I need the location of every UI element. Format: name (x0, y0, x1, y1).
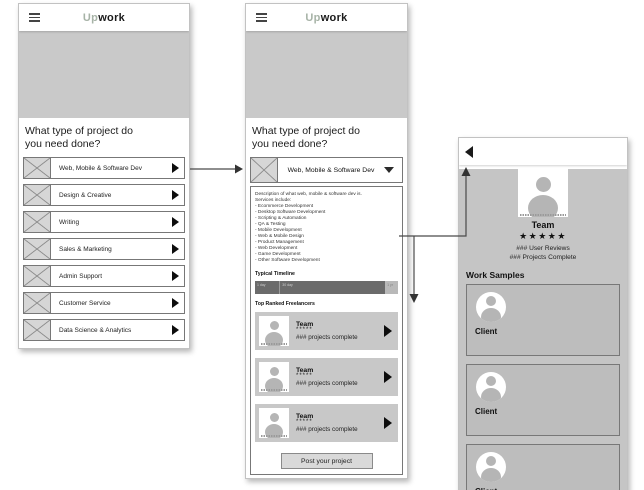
image-placeholder-icon (24, 185, 51, 205)
freelancer-avatar (259, 408, 289, 438)
timeline-segment: 30 day (279, 281, 386, 294)
timeline-title: Typical Timeline (255, 271, 295, 277)
chevron-right-icon (172, 271, 179, 281)
category-item-customer-service[interactable]: Customer Service (23, 292, 185, 314)
timeline-bar: 1 day 30 day 1 yr (255, 281, 398, 294)
flow-line-screen2-to-screen3 (399, 174, 467, 237)
profile-meta: ### User Reviews ### Projects Complete (459, 244, 627, 262)
upwork-logo: Upwork (305, 11, 348, 24)
image-caption-microtext (520, 213, 566, 216)
category-item-design-creative[interactable]: Design & Creative (23, 184, 185, 206)
chevron-right-icon (172, 190, 179, 200)
chevron-down-icon (384, 167, 394, 173)
phone-screen-category-detail: Upwork What type of project do you need … (245, 3, 408, 479)
work-sample-card[interactable]: Client (466, 284, 620, 356)
rating-stars: ***** (296, 419, 313, 425)
image-placeholder-icon (24, 266, 51, 286)
phone-screen-categories: Upwork What type of project do you need … (18, 3, 190, 349)
phone-screen-freelancer-profile: Team ★★★★★ ### User Reviews ### Projects… (458, 137, 628, 490)
chevron-right-icon (172, 244, 179, 254)
freelancers-title: Top Ranked Freelancers (255, 301, 315, 307)
chevron-right-icon (172, 217, 179, 227)
hamburger-menu-icon[interactable] (256, 11, 267, 24)
rating-stars: ★★★★★ (519, 231, 567, 241)
hero-image-placeholder (19, 31, 189, 118)
upwork-logo: Upwork (82, 11, 126, 24)
chevron-right-icon (384, 417, 392, 429)
category-item-sales-marketing[interactable]: Sales & Marketing (23, 238, 185, 260)
client-avatar (476, 372, 506, 402)
profile-body: Team ★★★★★ ### User Reviews ### Projects… (459, 169, 627, 490)
app-bar: Upwork (246, 4, 407, 31)
hero-image-placeholder (246, 31, 407, 118)
profile-avatar (518, 169, 568, 217)
work-sample-card[interactable]: Client (466, 364, 620, 436)
timeline-segment: 1 yr (385, 281, 398, 294)
category-list: Web, Mobile & Software Dev Design & Crea… (23, 157, 185, 341)
image-placeholder-icon (24, 239, 51, 259)
profile-name: Team (531, 220, 555, 230)
category-item-writing[interactable]: Writing (23, 211, 185, 233)
user-reviews-count: ### User Reviews (516, 245, 570, 252)
arrowhead-right-icon (235, 164, 243, 174)
rating-stars: ***** (296, 373, 313, 379)
client-avatar (476, 452, 506, 482)
freelancer-card[interactable]: Team ***** ### projects complete (255, 358, 398, 396)
post-your-project-button[interactable]: Post your project (280, 453, 373, 469)
work-samples-title: Work Samples (466, 270, 525, 280)
category-dropdown[interactable]: Web, Mobile & Software Dev (250, 157, 403, 183)
chevron-right-icon (172, 298, 179, 308)
category-item-data-science[interactable]: Data Science & Analytics (23, 319, 185, 341)
work-sample-card[interactable]: Client (466, 444, 620, 490)
image-placeholder-icon (24, 320, 51, 340)
category-description-box: Description of what web, mobile & softwa… (250, 186, 403, 475)
image-placeholder-icon (251, 158, 278, 182)
rating-stars: ***** (296, 327, 313, 333)
chevron-right-icon (384, 371, 392, 383)
freelancer-card[interactable]: Team ***** ### projects complete (255, 404, 398, 442)
freelancer-avatar (259, 362, 289, 392)
chevron-right-icon (172, 325, 179, 335)
freelancer-avatar (259, 316, 289, 346)
arrowhead-down-icon (409, 294, 419, 303)
chevron-right-icon (384, 325, 392, 337)
hamburger-menu-icon[interactable] (29, 11, 40, 24)
category-item-admin-support[interactable]: Admin Support (23, 265, 185, 287)
back-arrow-icon[interactable] (465, 145, 473, 158)
image-placeholder-icon (24, 212, 51, 232)
image-caption-microtext (261, 434, 287, 437)
projects-complete-count: ### Projects Complete (509, 254, 577, 261)
question-heading: What type of project do you need done? (252, 125, 360, 150)
freelancer-card[interactable]: Team ***** ### projects complete (255, 312, 398, 350)
image-placeholder-icon (24, 293, 51, 313)
image-caption-microtext (261, 388, 287, 391)
image-caption-microtext (261, 342, 287, 345)
question-heading: What type of project do you need done? (25, 125, 133, 150)
category-item-web-mobile-software[interactable]: Web, Mobile & Software Dev (23, 157, 185, 179)
timeline-segment: 1 day (255, 281, 280, 294)
image-placeholder-icon (24, 158, 51, 178)
app-bar (459, 138, 627, 165)
chevron-right-icon (172, 163, 179, 173)
app-bar: Upwork (19, 4, 189, 31)
client-avatar (476, 292, 506, 322)
